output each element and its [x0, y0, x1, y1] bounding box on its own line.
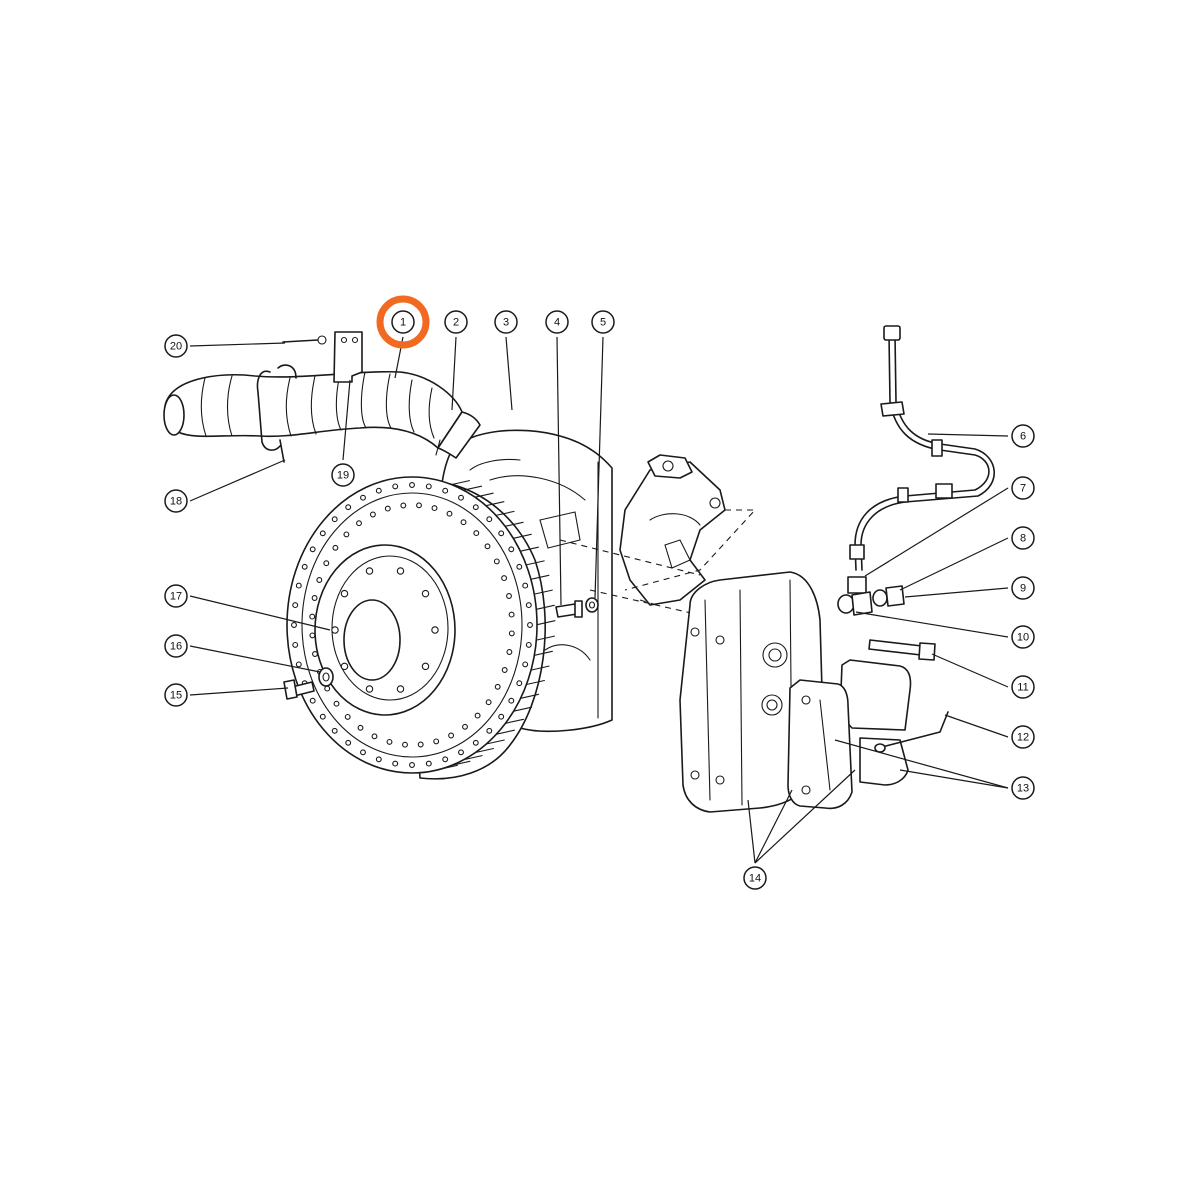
callout-label: 5 — [600, 317, 606, 329]
callout-label: 11 — [1017, 682, 1028, 694]
callout-17[interactable]: 17 — [164, 584, 188, 608]
callout-16[interactable]: 16 — [164, 634, 188, 658]
caliper-bolt — [868, 639, 936, 661]
brake-air-duct — [163, 331, 481, 463]
callout-label: 17 — [170, 591, 182, 603]
callout-label: 2 — [453, 317, 459, 329]
wheel-bolt — [283, 667, 334, 700]
callout-6[interactable]: 6 — [1011, 424, 1035, 448]
leader-lines — [189, 336, 1009, 864]
callout-label: 10 — [1017, 632, 1029, 644]
callout-label: 13 — [1017, 783, 1029, 795]
brake-pad-inner — [787, 679, 853, 810]
callout-label: 18 — [170, 496, 182, 508]
callout-10[interactable]: 10 — [1011, 625, 1035, 649]
callout-label: 9 — [1020, 583, 1026, 595]
callout-label: 6 — [1020, 431, 1026, 443]
hub-carrier — [559, 454, 757, 616]
callout-label: 7 — [1020, 483, 1026, 495]
callout-9[interactable]: 9 — [1011, 576, 1035, 600]
callout-label: 19 — [337, 470, 349, 482]
callout-label: 8 — [1020, 533, 1026, 545]
callout-13[interactable]: 13 — [1011, 776, 1035, 800]
callout-14[interactable]: 14 — [743, 866, 767, 890]
callout-label: 16 — [170, 641, 182, 653]
brake-hose — [837, 325, 995, 616]
shield-bolt — [555, 597, 599, 618]
callout-label: 15 — [170, 690, 182, 702]
brake-disc — [286, 476, 556, 780]
callout-8[interactable]: 8 — [1011, 526, 1035, 550]
brake-caliper — [679, 571, 823, 813]
callout-label: 20 — [170, 341, 182, 353]
callout-label: 12 — [1017, 732, 1029, 744]
callout-label: 4 — [554, 317, 560, 329]
callout-15[interactable]: 15 — [164, 683, 188, 707]
callout-label: 1 — [400, 317, 406, 329]
callout-4[interactable]: 4 — [545, 310, 569, 334]
callout-5[interactable]: 5 — [591, 310, 615, 334]
highlight-ring — [376, 295, 430, 349]
callout-18[interactable]: 18 — [164, 489, 188, 513]
callout-12[interactable]: 12 — [1011, 725, 1035, 749]
callout-label: 14 — [749, 873, 761, 885]
callout-3[interactable]: 3 — [494, 310, 518, 334]
callout-19[interactable]: 19 — [331, 463, 355, 487]
callout-7[interactable]: 7 — [1011, 476, 1035, 500]
callout-20[interactable]: 20 — [164, 334, 188, 358]
callout-1[interactable]: 1 — [376, 295, 430, 349]
callout-11[interactable]: 11 — [1011, 675, 1035, 699]
callout-2[interactable]: 2 — [444, 310, 468, 334]
callout-label: 3 — [503, 317, 509, 329]
